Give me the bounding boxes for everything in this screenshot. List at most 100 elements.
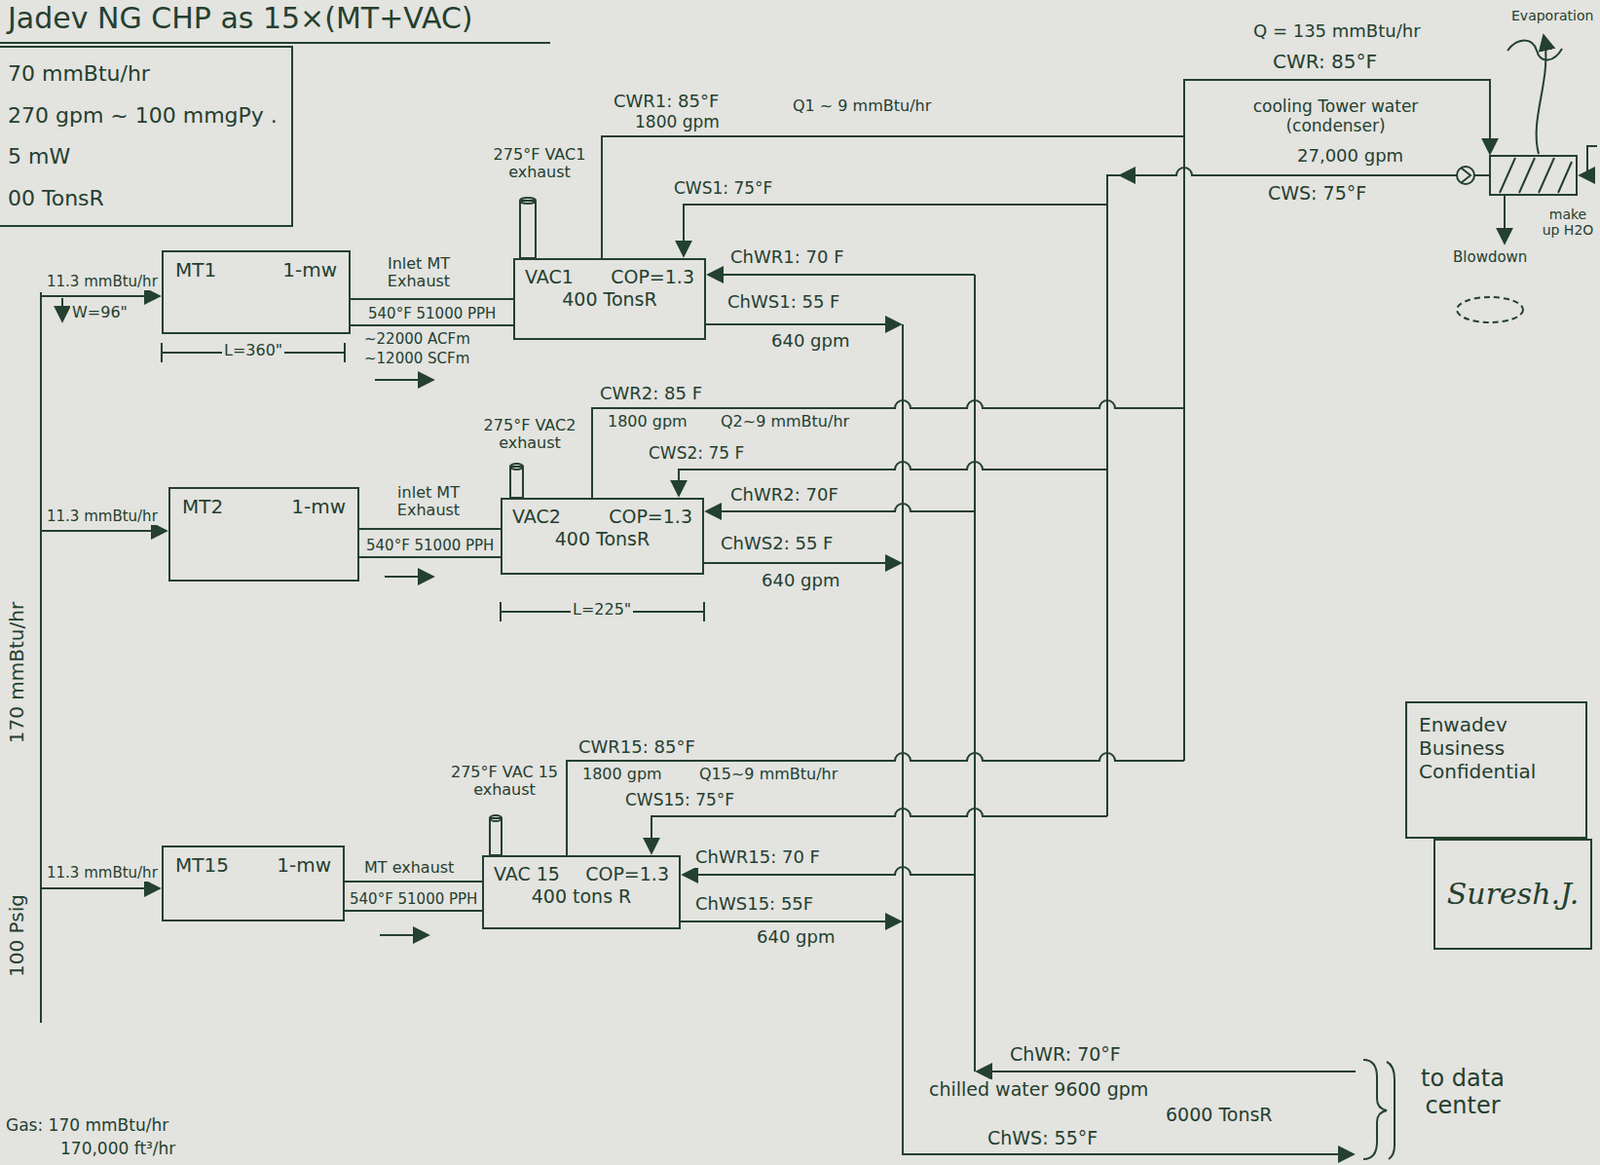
node-text: 400 TonsR — [512, 527, 693, 551]
node-text: 400 tons R — [493, 885, 670, 908]
chiller-box: VAC2COP=1.3400 TonsR — [500, 497, 705, 575]
pipe-label: CWR1: 85°F — [611, 91, 721, 112]
pipe-label: ChWR15: 70 F — [693, 847, 822, 868]
dimension-line — [500, 601, 705, 622]
flow-arrow — [374, 378, 434, 381]
pipe-label: CWR2: 85 F — [597, 383, 705, 405]
condenser-return-header — [1184, 79, 1490, 761]
duct-line — [344, 880, 483, 883]
exhaust-stack — [520, 197, 536, 204]
duct-label: 540°F 51000 PPH — [366, 305, 498, 323]
pipe-label: to data center — [1402, 1065, 1524, 1119]
pipe-label: make up H2O — [1538, 206, 1598, 238]
chw-supply — [706, 323, 901, 326]
pipe-label: CWS2: 75 F — [646, 444, 746, 464]
pipe-label: 275°F VAC 15 exhaust — [444, 763, 565, 800]
chw-return-main — [976, 1070, 1356, 1073]
pipe-label: Inlet MT Exhaust — [362, 255, 476, 292]
cooling-tower — [1489, 155, 1577, 195]
exhaust-stack — [489, 815, 502, 821]
gas-branch — [40, 529, 167, 532]
pipe-label: 170 mmBtu/hr — [5, 598, 29, 745]
pipe-label: cooling Tower water (condenser) — [1228, 97, 1443, 136]
node-text: MT15 — [175, 853, 229, 877]
chw-return — [682, 866, 975, 875]
summary-box: 70 mmBtu/hr270 gpm ~ 100 mmgPy .5 mW00 T… — [0, 45, 294, 227]
pipe-label: 11.3 mmBtu/hr — [44, 273, 160, 291]
pipe-label: CWR15: 85°F — [576, 737, 698, 758]
node-text: Suresh.J. — [1447, 876, 1579, 912]
pipe-label: 275°F VAC1 exhaust — [481, 146, 598, 183]
node-text: COP=1.3 — [610, 265, 695, 289]
pipe-label: 1800 gpm — [580, 765, 665, 783]
pipe-label: Evaporation — [1509, 7, 1596, 24]
signature-box: Suresh.J. — [1433, 838, 1593, 950]
node-text: 1-mw — [276, 853, 332, 877]
pipe-label: ChWR2: 70F — [728, 484, 841, 506]
pipe-label: ~22000 ACFm — [362, 331, 473, 348]
pipe-label: ChWS2: 55 F — [718, 533, 835, 555]
node-text: 5 mW — [7, 144, 284, 170]
blowdown-arrow — [1503, 194, 1506, 244]
flow-arrow — [379, 933, 429, 936]
node-text: 1-mw — [291, 494, 346, 519]
chw-supply — [704, 561, 901, 564]
pipe-label: chilled water 9600 gpm — [927, 1079, 1151, 1101]
exhaust-duct — [359, 556, 501, 559]
gas-branch — [40, 295, 160, 298]
dimension-line — [161, 342, 345, 363]
pipe-label: ChWS1: 55 F — [725, 292, 842, 313]
duct-label: 540°F 51000 PPH — [364, 537, 496, 555]
duct-line — [350, 297, 514, 300]
node-text: COP=1.3 — [585, 862, 670, 886]
node-text: 400 TonsR — [524, 288, 695, 311]
pipe-label: CWS1: 75°F — [671, 179, 775, 199]
pipe-label: Q = 135 mmBtu/hr — [1251, 21, 1423, 42]
pipe-label: inlet MT Exhaust — [372, 483, 485, 521]
node-text: Enwadev Business Confidential — [1418, 712, 1565, 783]
pipe-label: 640 gpm — [754, 927, 837, 948]
chw-supply — [680, 920, 901, 923]
node-text: 00 TonsR — [7, 186, 284, 212]
chiller-box: VAC 15COP=1.3400 tons R — [482, 855, 681, 930]
diagram-title: Jadev NG CHP as 15×(MT+VAC) — [5, 1, 476, 37]
pipe-label: L=225" — [570, 600, 633, 619]
exhaust-stack — [520, 200, 536, 259]
gas-branch — [40, 887, 160, 890]
pipe-label: CWS: 75°F — [1265, 183, 1369, 205]
supply-arrow — [1119, 174, 1150, 177]
node-text: 270 gpm ~ 100 mmgPy . — [7, 103, 284, 129]
microturbine-box: MT15 1-mw — [161, 845, 345, 922]
node-text: MT1 — [175, 258, 217, 282]
pipe-label: Blowdown — [1451, 249, 1529, 266]
pipe-label: 170,000 ft³/hr — [58, 1139, 178, 1159]
node-text: VAC1 — [524, 265, 574, 289]
chw-return — [707, 273, 975, 276]
chiller-box: VAC1 COP=1.3400 TonsR — [513, 258, 707, 340]
pipe-label: 11.3 mmBtu/hr — [44, 508, 160, 525]
pipe-label: 1800 gpm — [605, 412, 690, 431]
pipe-label: ~12000 SCFm — [362, 350, 472, 368]
exhaust-stack — [510, 466, 523, 498]
pipe-label: ChWS15: 55F — [693, 893, 816, 915]
confidential-box: Enwadev Business Confidential — [1405, 701, 1588, 839]
tower-fill — [1499, 157, 1572, 193]
pipe-label: CWR: 85°F — [1270, 50, 1379, 74]
pipe-label: ChWR: 70°F — [1007, 1043, 1123, 1066]
flow-arrow — [384, 575, 434, 578]
width-arrow — [61, 297, 64, 322]
data-center-brace — [1363, 1059, 1387, 1159]
node-text: 1-mw — [282, 258, 337, 282]
pipe-label: Q2~9 mmBtu/hr — [718, 412, 852, 431]
pipe-label: Q15~9 mmBtu/hr — [697, 765, 840, 783]
pipe-label: ChWR1: 70 F — [728, 247, 847, 268]
condenser-return — [592, 400, 1185, 498]
condenser-return — [601, 136, 1185, 259]
duct-line — [359, 527, 501, 530]
pump — [1460, 167, 1490, 184]
chw-return-header — [973, 274, 976, 1072]
node-text: MT2 — [182, 494, 224, 519]
pipe-label: ChWS: 55°F — [985, 1127, 1100, 1150]
pipe-label: MT exhaust — [362, 858, 456, 877]
